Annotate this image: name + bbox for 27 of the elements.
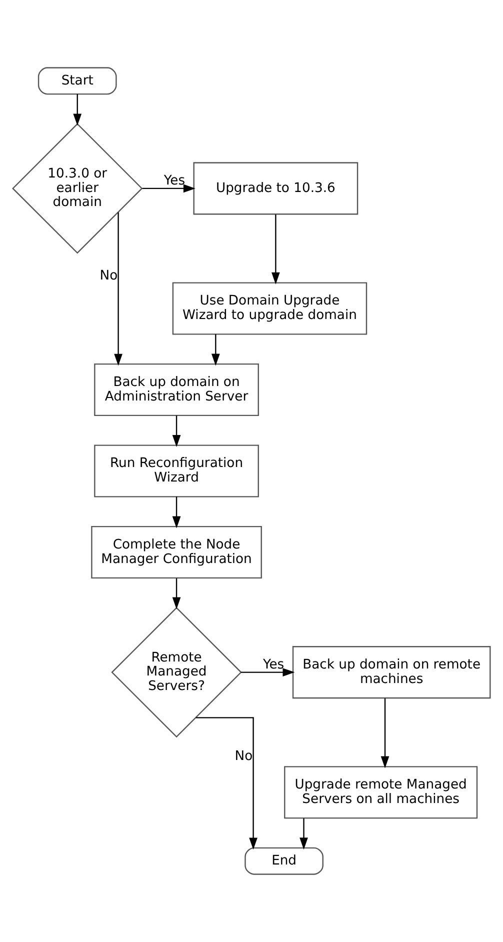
edge-label: No xyxy=(100,268,118,284)
edge-label: Yes xyxy=(164,174,186,189)
arrow xyxy=(114,212,122,366)
node-box: Use Domain Upgrade Wizard to upgrade domain xyxy=(172,282,368,335)
arrow xyxy=(172,415,181,447)
arrow xyxy=(73,94,82,126)
node-diamond: Remote Managed Servers? xyxy=(111,606,242,738)
node-box: End xyxy=(244,847,324,875)
arrow xyxy=(241,668,295,676)
node-box: Upgrade remote Managed Servers on all machines xyxy=(284,766,478,819)
node-box: Upgrade to 10.3.6 xyxy=(193,162,358,215)
edge-label: Yes xyxy=(262,657,284,672)
node-box: Back up domain on remote machines xyxy=(292,646,491,699)
arrow xyxy=(272,214,280,284)
arrow xyxy=(142,184,196,193)
arrow xyxy=(172,496,181,528)
node-diamond: 10.3.0 or earlier domain xyxy=(12,123,143,254)
node-box: Back up domain on Administration Server xyxy=(94,363,259,416)
arrow xyxy=(300,818,308,850)
arrow xyxy=(211,334,220,366)
arrow xyxy=(172,578,181,610)
edge-label: No xyxy=(234,748,253,764)
node-box: Run Reconfiguration Wizard xyxy=(94,444,259,498)
arrow xyxy=(380,698,390,768)
arrow xyxy=(196,717,258,850)
node-box: Complete the Node Manager Configuration xyxy=(91,526,262,579)
node-box: Start xyxy=(38,67,117,95)
